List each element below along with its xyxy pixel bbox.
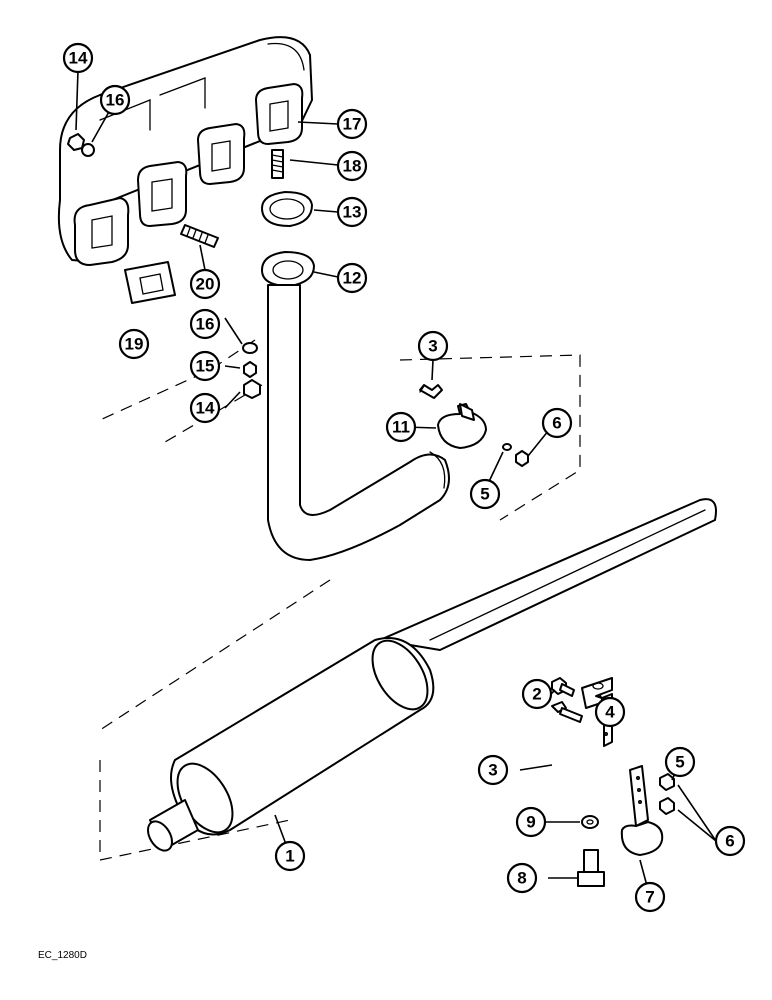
svg-text:1: 1 <box>285 847 294 866</box>
svg-text:11: 11 <box>392 418 410 437</box>
callout-14-manifold-nut: 14 <box>62 42 94 74</box>
callout-9-washer: 9 <box>515 806 547 838</box>
svg-text:6: 6 <box>552 414 561 433</box>
callout-15-lockwasher: 15 <box>189 350 221 382</box>
down-pipe <box>261 251 450 561</box>
svg-text:20: 20 <box>196 275 215 294</box>
svg-text:18: 18 <box>343 157 362 176</box>
svg-text:2: 2 <box>532 685 541 704</box>
callout-5-bracket-washer: 5 <box>664 746 696 778</box>
callout-3-clamp-bolt: 3 <box>417 330 449 362</box>
callout-19-gasket: 19 <box>118 328 150 360</box>
svg-text:5: 5 <box>480 485 489 504</box>
svg-text:17: 17 <box>343 115 362 134</box>
callout-12-flange: 12 <box>336 262 368 294</box>
svg-text:4: 4 <box>605 703 615 722</box>
figure-reference-code: EC_1280D <box>38 950 87 961</box>
svg-text:14: 14 <box>196 399 215 418</box>
manifold-nut-washer <box>67 133 95 157</box>
svg-text:3: 3 <box>488 761 497 780</box>
pipe-flange-fasteners <box>242 342 261 399</box>
callout-1-muffler: 1 <box>274 840 306 872</box>
svg-text:7: 7 <box>645 888 654 907</box>
muffler-bracket-group <box>551 677 675 887</box>
callout-7-clamp: 7 <box>634 881 666 913</box>
svg-text:9: 9 <box>526 813 535 832</box>
svg-text:6: 6 <box>725 832 734 851</box>
callout-20-stud: 20 <box>189 268 221 300</box>
callout-14-pipe-nut: 14 <box>189 392 221 424</box>
svg-text:16: 16 <box>106 91 125 110</box>
callout-16-manifold-washer: 16 <box>99 84 131 116</box>
muffler-tailpipe <box>147 498 717 852</box>
svg-text:3: 3 <box>428 337 437 356</box>
svg-text:15: 15 <box>196 357 215 376</box>
svg-text:13: 13 <box>343 203 362 222</box>
gasket-19 <box>124 261 176 304</box>
svg-text:8: 8 <box>517 869 526 888</box>
callout-8-bolt: 8 <box>506 862 538 894</box>
callout-6-clamp-nut: 6 <box>541 407 573 439</box>
stud-20 <box>180 224 219 248</box>
assembly-boundary-lines <box>99 339 581 861</box>
svg-text:19: 19 <box>125 335 144 354</box>
clamp-11-assembly <box>419 384 529 467</box>
svg-text:16: 16 <box>196 315 215 334</box>
callout-16-pipe-washer: 16 <box>189 308 221 340</box>
svg-text:14: 14 <box>69 49 88 68</box>
callout-11-clamp: 11 <box>385 411 417 443</box>
svg-text:12: 12 <box>343 269 362 288</box>
gasket-13 <box>261 191 313 227</box>
svg-text:5: 5 <box>675 753 684 772</box>
callout-2-bracket-bolt: 2 <box>521 678 553 710</box>
callout-13-gasket: 13 <box>336 196 368 228</box>
callout-5-clamp-washer: 5 <box>469 478 501 510</box>
callout-17-manifold: 17 <box>336 108 368 140</box>
callout-18-stud: 18 <box>336 150 368 182</box>
callout-3-bracket-bolt: 3 <box>477 754 509 786</box>
stud-18 <box>271 149 284 179</box>
callout-6-bracket-nut: 6 <box>714 825 746 857</box>
callout-4-bracket: 4 <box>594 696 626 728</box>
